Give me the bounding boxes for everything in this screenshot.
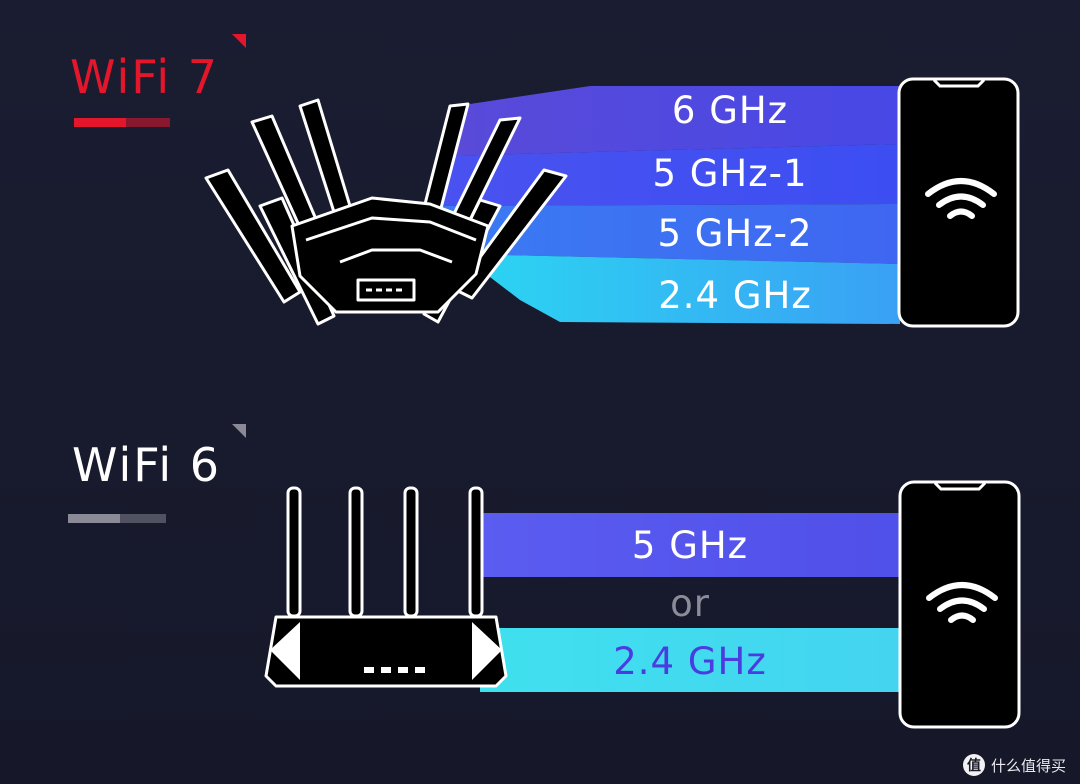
wifi6-title-decoration — [68, 424, 246, 523]
wifi7-title: WiFi 7 — [70, 50, 220, 104]
band-ribbon-2-4ghz — [460, 254, 900, 324]
watermark-text: 什么值得买 — [990, 756, 1066, 775]
smartphone-icon — [898, 480, 1021, 729]
band-ribbon-5ghz-2 — [430, 204, 900, 264]
watermark-logo-icon: 值 — [962, 754, 985, 776]
band-label-5ghz-1: 5 GHz-1 — [652, 152, 808, 195]
wifi-signal-icon — [925, 178, 997, 219]
wifi7-title-decoration — [74, 34, 246, 127]
band-separator-or: or — [670, 582, 710, 625]
band-ribbon-2-4ghz — [480, 628, 900, 692]
band-label-6ghz: 6 GHz — [671, 89, 789, 132]
band-ribbon-6ghz — [440, 86, 900, 156]
band-label-5ghz: 5 GHz — [631, 524, 749, 567]
router-icon — [204, 98, 568, 326]
wifi6-band-ribbons — [480, 513, 900, 692]
watermark: 值 什么值得买 — [962, 754, 1066, 776]
wifi6-title: WiFi 6 — [72, 438, 222, 492]
smartphone-icon — [897, 77, 1020, 328]
band-label-2-4ghz: 2.4 GHz — [658, 274, 812, 317]
router-icon — [264, 486, 508, 688]
band-label-2-4ghz: 2.4 GHz — [613, 640, 767, 683]
band-ribbon-5ghz — [480, 513, 900, 577]
wifi-signal-icon — [926, 582, 998, 623]
wifi7-band-ribbons — [430, 86, 900, 324]
band-label-5ghz-2: 5 GHz-2 — [657, 212, 813, 255]
